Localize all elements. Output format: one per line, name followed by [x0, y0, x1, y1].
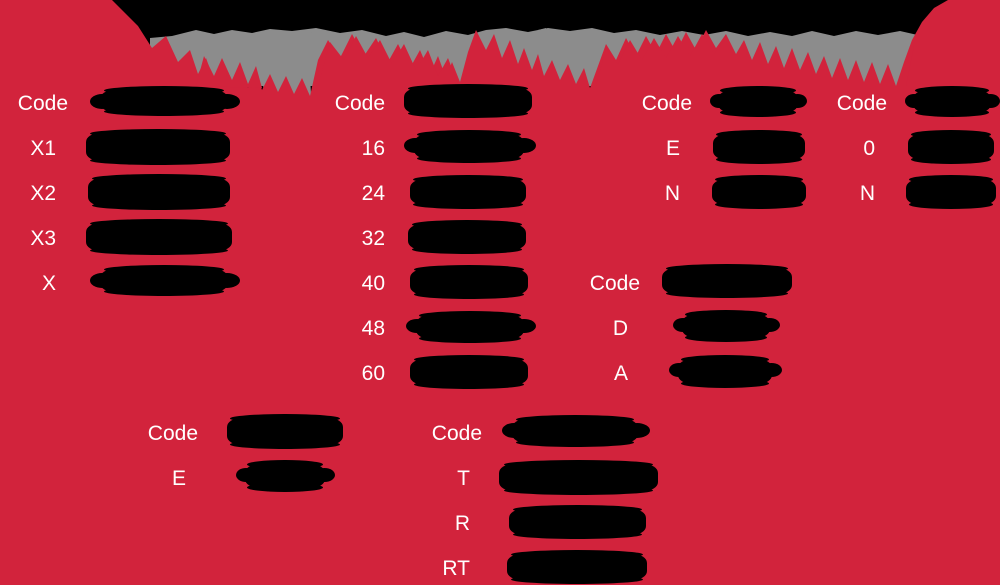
table-numeric-codes-row-3-label: 40 [361, 272, 385, 295]
table-numeric-codes-row-4-value [406, 311, 536, 343]
table-e-code-header-value [227, 414, 343, 449]
table-en-codes-header-label: Code [641, 92, 692, 115]
table-numeric-codes-row-3-value [410, 265, 528, 299]
table-x-codes-row-2-value [86, 219, 232, 255]
table-on-codes-header-value [905, 86, 1000, 117]
table-numeric-codes-row-5-value [410, 355, 528, 389]
table-en-codes-row-1-label: N [664, 182, 680, 205]
table-x-codes-row-2-label: X3 [30, 227, 56, 250]
table-numeric-codes-header-label: Code [334, 92, 385, 115]
table-trt-codes-row-0-label: T [457, 467, 470, 490]
table-e-code-row-0-label: E [171, 467, 186, 490]
table-da-codes-row-1-label: A [613, 362, 628, 385]
table-da-codes-row-0-label: D [612, 317, 628, 340]
table-numeric-codes-row-5-label: 60 [361, 362, 385, 385]
table-numeric-codes-row-1-value [410, 175, 526, 209]
red-peak-right [906, 0, 1000, 86]
red-peak-mid-b [596, 34, 724, 86]
table-x-codes-row-3-value [90, 265, 240, 296]
table-en-codes-row-0-value [713, 130, 805, 164]
table-trt-codes-header-value [502, 415, 650, 447]
table-on-codes-row-1-value [906, 175, 996, 209]
table-x-codes-header-label: Code [17, 92, 68, 115]
table-on-codes-row-1-label: N [859, 182, 875, 205]
table-numeric-codes-row-0-label: 16 [361, 137, 385, 160]
table-trt-codes-row-1-label: R [454, 512, 470, 535]
table-trt-codes-row-2-value [507, 550, 647, 584]
table-e-code-header-label: Code [147, 422, 198, 445]
table-trt-codes-row-0-value [499, 460, 658, 495]
table-x-codes-row-1-value [88, 174, 230, 210]
table-da-codes-header-label: Code [589, 272, 640, 295]
table-x-codes-row-3-label: X [41, 272, 56, 295]
table-trt-codes-row-2-label: RT [442, 557, 470, 580]
table-trt-codes-row-1-value [509, 505, 646, 539]
table-en-codes-row-1-value [712, 175, 806, 209]
table-numeric-codes-header-value [404, 84, 532, 118]
table-numeric-codes-row-2-value [408, 220, 526, 254]
table-on-codes-header-label: Code [836, 92, 887, 115]
table-on-codes-row-0-value [908, 130, 994, 164]
table-on-codes-row-0-label: 0 [863, 137, 875, 160]
red-peak-mid-a [318, 36, 462, 86]
table-en-codes-row-0-label: E [665, 137, 680, 160]
red-peak-left-low [196, 56, 262, 88]
table-numeric-codes-row-2-label: 32 [361, 227, 385, 250]
table-x-codes-row-1-label: X2 [30, 182, 56, 205]
table-numeric-codes-row-0-value [404, 130, 536, 163]
table-e-code-row-0-value [236, 460, 335, 492]
table-da-codes-header-value [662, 264, 792, 298]
table-x-codes-header-value [90, 86, 240, 116]
table-da-codes-row-1-value [669, 355, 782, 388]
table-numeric-codes-row-1-label: 24 [361, 182, 385, 205]
table-trt-codes-header-label: Code [431, 422, 482, 445]
table-x-codes-row-0-value [86, 129, 230, 165]
table-x-codes-row-0-label: X1 [30, 137, 56, 160]
table-da-codes-row-0-value [673, 310, 780, 342]
table-numeric-codes-row-4-label: 48 [361, 317, 385, 340]
table-en-codes-header-value [710, 86, 807, 117]
